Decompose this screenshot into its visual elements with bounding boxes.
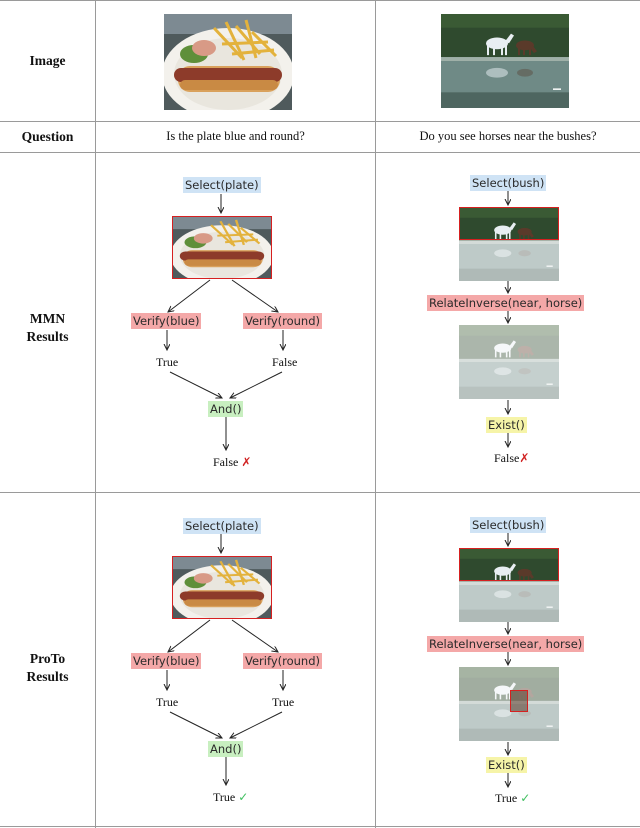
proto-right-select-op: Select(bush) [470, 517, 547, 533]
row-divider [0, 121, 640, 122]
check-mark-icon: ✓ [238, 790, 249, 804]
mmn-right-relate-op: RelateInverse(near, horse) [427, 295, 585, 311]
row-header-question: Question [21, 129, 74, 144]
mmn-right-final-result: False✗ [494, 451, 529, 465]
mmn-left-final-result: False ✗ [213, 455, 251, 469]
row-header-proto: ProTo Results [0, 650, 95, 686]
mmn-left-result-blue: True [156, 355, 179, 369]
proto-left-verify-round-op: Verify(round) [243, 653, 322, 669]
proto-left-verify-blue-op: Verify(blue) [131, 653, 202, 669]
row-divider [0, 152, 640, 153]
proto-left-final-text: True [213, 790, 236, 804]
mmn-right-fade-overlay-2 [459, 325, 559, 399]
check-mark-icon: ✓ [520, 791, 531, 805]
mmn-left-verify-blue-op: Verify(blue) [131, 313, 202, 329]
table-border-bottom [0, 826, 640, 827]
row-header-proto-line2: Results [26, 669, 69, 684]
mmn-right-fade-overlay [459, 240, 559, 281]
mmn-right-highlight-box [459, 207, 559, 240]
cross-mark-icon: ✗ [241, 455, 252, 469]
column-divider [95, 0, 96, 828]
proto-left-and-op: And() [208, 741, 244, 757]
proto-left-result-round: True [272, 695, 295, 709]
proto-left-final-result: True ✓ [213, 790, 248, 804]
proto-left-highlight-box [172, 556, 272, 619]
proto-right-fade-overlay-2 [459, 667, 559, 741]
row-header-mmn-line2: Results [26, 329, 69, 344]
proto-right-highlight-box [459, 548, 559, 581]
row-header-mmn: MMN Results [0, 310, 95, 346]
mmn-right-final-text: False [494, 451, 520, 465]
column-divider [375, 0, 376, 828]
proto-left-result-blue: True [156, 695, 179, 709]
row-header-image: Image [29, 53, 66, 68]
cross-mark-icon: ✗ [519, 451, 530, 465]
proto-right-exist-op: Exist() [486, 757, 527, 773]
mmn-left-and-op: And() [208, 401, 244, 417]
question-right: Do you see horses near the bushes? [419, 129, 597, 143]
proto-right-relate-op: RelateInverse(near, horse) [427, 636, 585, 652]
question-left: Is the plate blue and round? [166, 129, 305, 143]
table-border-top [0, 0, 640, 1]
mmn-left-result-round: False [272, 355, 298, 369]
row-header-mmn-line1: MMN [29, 311, 66, 326]
row-divider [0, 492, 640, 493]
mmn-left-verify-round-op: Verify(round) [243, 313, 322, 329]
proto-right-final-result: True ✓ [495, 791, 530, 805]
mmn-right-select-op: Select(bush) [470, 175, 547, 191]
proto-left-select-op: Select(plate) [183, 518, 261, 534]
mmn-left-select-op: Select(plate) [183, 177, 261, 193]
mmn-left-highlight-box [172, 216, 272, 279]
mmn-left-final-text: False [213, 455, 239, 469]
mmn-right-exist-op: Exist() [486, 417, 527, 433]
proto-right-fade-overlay [459, 581, 559, 622]
row-header-proto-line1: ProTo [29, 651, 66, 666]
proto-right-horse-highlight-box [510, 690, 528, 712]
proto-right-final-text: True [495, 791, 518, 805]
